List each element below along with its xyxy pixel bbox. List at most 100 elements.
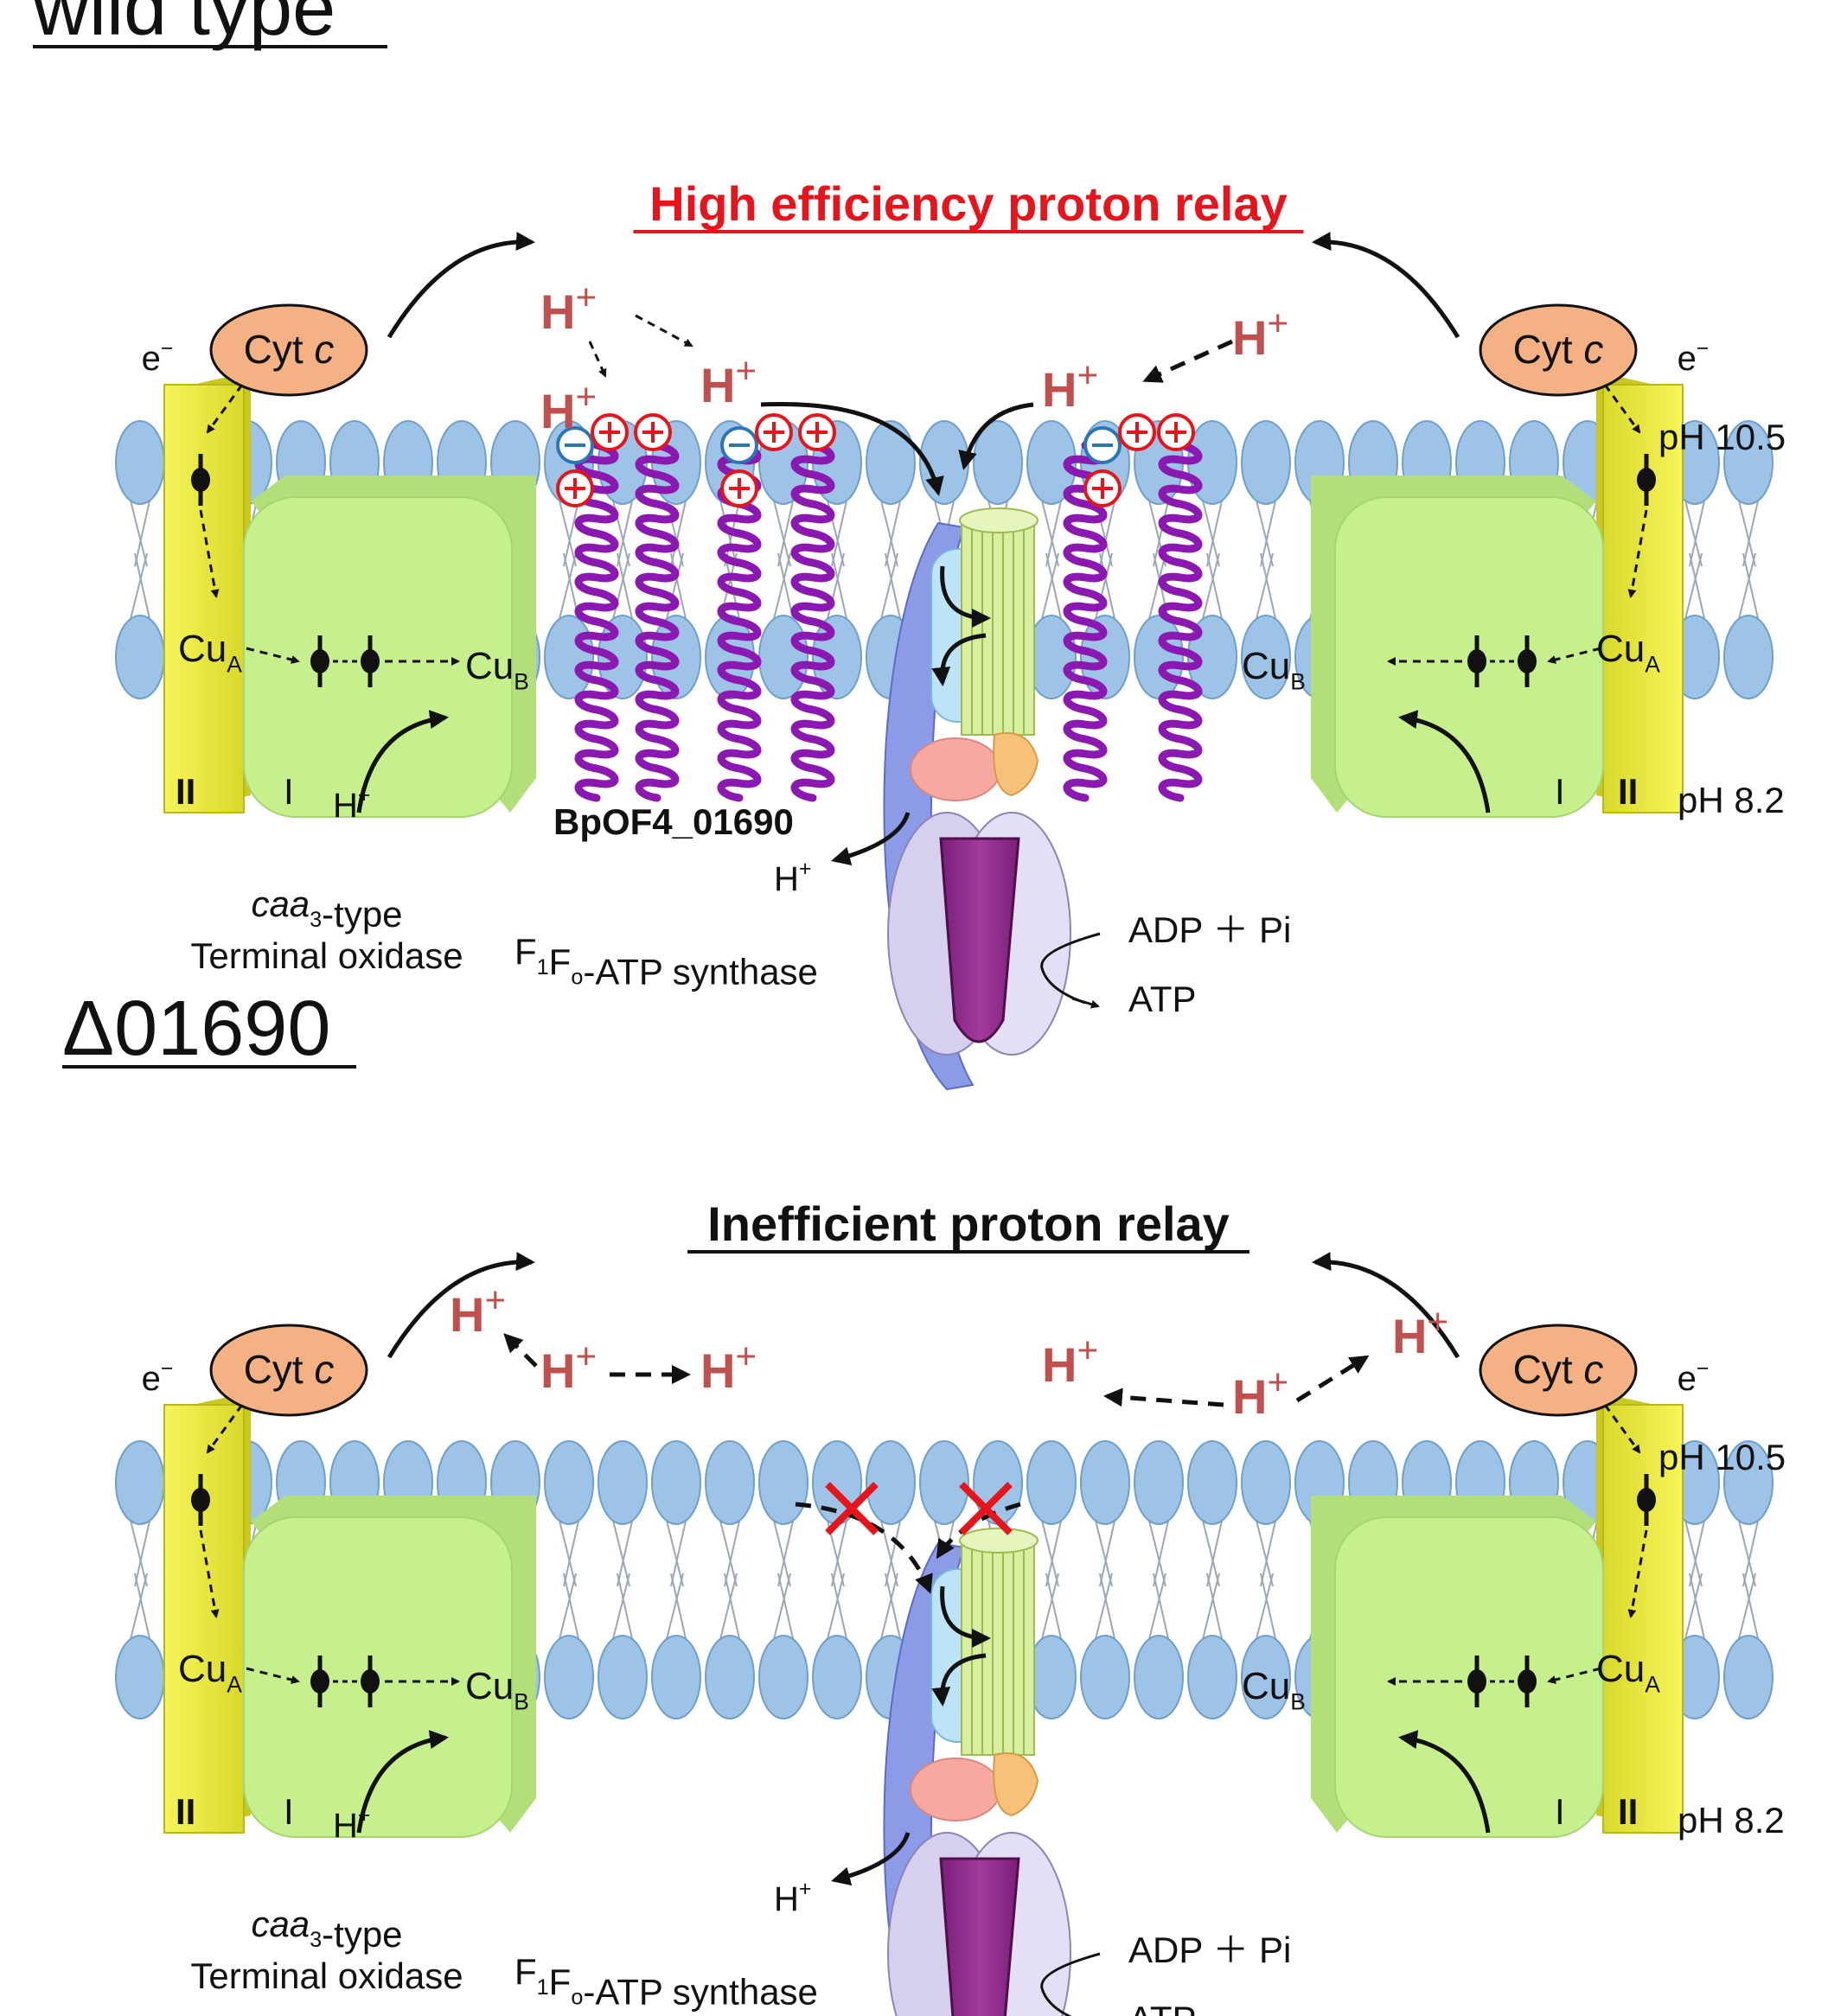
lipid-tail xyxy=(1201,1516,1220,1587)
lipid-tail xyxy=(1099,552,1116,623)
electron-arrow-3 xyxy=(246,647,300,664)
proton-uptake-label-right-part: + xyxy=(1486,784,1499,807)
proton-h: H xyxy=(700,358,735,412)
lipid-tail xyxy=(1737,552,1756,623)
lipid-tail xyxy=(831,1573,848,1643)
proton-relay-right: H+ xyxy=(1042,1330,1098,1392)
lipid-head-inner xyxy=(544,615,594,699)
electron-arrow-2 xyxy=(199,509,220,598)
synthase-label-part: F xyxy=(514,931,537,972)
lipid-head-outer xyxy=(1723,420,1774,505)
lipid-tail xyxy=(719,1516,738,1587)
subunit-1-label: I xyxy=(284,771,294,812)
electron-arrow-3 xyxy=(246,1667,300,1684)
lipid-tail xyxy=(1206,496,1224,567)
lipid-head-outer xyxy=(1723,1440,1774,1525)
cu-b-label: CuB xyxy=(1242,1665,1306,1714)
lipid-tail xyxy=(1260,1573,1277,1643)
atp-label: ATP xyxy=(1128,979,1197,1019)
lipid-tail xyxy=(1099,496,1116,567)
lipid-head-inner xyxy=(812,1635,862,1719)
proton-uptake-label-left-part: H xyxy=(333,787,358,825)
lipid-head-outer xyxy=(544,1440,594,1525)
lipid-tail xyxy=(1040,1516,1059,1587)
c-ring-blade xyxy=(971,1538,983,1756)
cyt-c-ellipse xyxy=(1479,303,1638,397)
lipid-tail xyxy=(129,552,148,623)
oxidase-label-line1-part: -type xyxy=(322,1914,402,1955)
proton-plus: + xyxy=(1267,1362,1288,1402)
synthase-label-part: -ATP synthase xyxy=(583,952,818,992)
lipid-tail xyxy=(134,1573,151,1643)
lipid-tail xyxy=(885,496,902,567)
block-cross-2-b xyxy=(959,1482,1013,1535)
lipid-head-inner xyxy=(1134,1635,1184,1719)
lipid-head-outer xyxy=(115,420,165,505)
synthase-label-part: F xyxy=(549,1962,572,2002)
lipid-tail xyxy=(1153,1573,1170,1643)
proton-uptake-label-left: H+ xyxy=(333,1804,370,1845)
cu-b-label: CuB xyxy=(1242,645,1306,694)
lipid-tail xyxy=(665,1573,684,1643)
lipid-tail xyxy=(558,552,577,623)
heme-2-dot xyxy=(361,1669,380,1694)
proton-relay-left: H+ xyxy=(540,1336,597,1398)
proton-h: H xyxy=(1042,362,1077,417)
c-ring-blade xyxy=(1002,1538,1014,1756)
lipid-tail xyxy=(1099,1573,1116,1643)
cu-a-label: CuA xyxy=(1596,1648,1660,1697)
heme-1-dot xyxy=(310,1669,329,1694)
relay-arrow-into-synthase-2 xyxy=(958,402,1034,470)
heme-a-dot xyxy=(1637,1488,1656,1512)
oxidase-left xyxy=(163,1252,536,1838)
protein-helix-0-coil xyxy=(574,441,619,802)
proton-relay-mid: H+ xyxy=(700,1336,757,1398)
lipid-head-outer xyxy=(1241,1440,1291,1525)
lipid-head-inner xyxy=(1134,615,1184,699)
ph-outside-label: pH 10.5 xyxy=(1658,417,1786,457)
oxidase-label-line1: caa3-type xyxy=(251,884,402,935)
cu-a-label-part: Cu xyxy=(178,1648,227,1690)
synthase-label-part: o xyxy=(571,966,583,990)
lipid-tail xyxy=(777,1516,795,1587)
lipid-tail xyxy=(1040,552,1059,623)
lipid-tail xyxy=(831,496,848,567)
oxidase-label-line1-part: caa xyxy=(251,1904,310,1944)
proton-plus: + xyxy=(1077,1330,1098,1370)
electron-label: e− xyxy=(1678,1357,1710,1398)
lipid-tail xyxy=(772,552,791,623)
proton-h: H xyxy=(1042,1337,1077,1392)
lipid-head-outer xyxy=(115,1440,165,1525)
lipid-tail xyxy=(563,1573,580,1643)
subunit-2-body xyxy=(163,384,245,813)
proton-plus: + xyxy=(575,376,597,417)
cyt-c-ellipse xyxy=(209,303,368,397)
lipid-tail xyxy=(1689,552,1706,623)
electron-arrow-3 xyxy=(1547,647,1601,664)
proton-uptake-arrow xyxy=(356,1730,449,1834)
lipid-tail xyxy=(826,552,845,623)
proton-relay-5: H+ xyxy=(1232,303,1288,365)
heme-2-dot xyxy=(1467,649,1486,673)
c-ring-blade xyxy=(1023,518,1035,736)
panel-heading: Δ01690 xyxy=(62,986,330,1072)
lipid-tail xyxy=(1045,496,1063,567)
lipid-head-outer xyxy=(866,420,916,505)
epsilon-subunit xyxy=(993,732,1039,797)
cyt-c-ellipse xyxy=(1479,1324,1638,1417)
subunit-2-body xyxy=(163,1404,245,1834)
proton-uptake-label-left: H+ xyxy=(333,784,370,825)
lipid-tail xyxy=(772,496,791,567)
cu-a-label-part: A xyxy=(227,651,242,677)
lipid-tail xyxy=(1040,1573,1059,1643)
cu-b-label: CuB xyxy=(465,645,529,694)
lipid-tail xyxy=(1099,1516,1116,1587)
oxidase-label-line1-part: 3 xyxy=(310,1928,322,1952)
lipid-head-inner xyxy=(758,1635,808,1719)
lipid-tail xyxy=(611,552,630,623)
lipid-tail xyxy=(129,496,148,567)
oxidase-left xyxy=(163,232,536,818)
lipid-tail xyxy=(670,1516,687,1587)
cu-a-label-part: A xyxy=(1645,1671,1660,1697)
